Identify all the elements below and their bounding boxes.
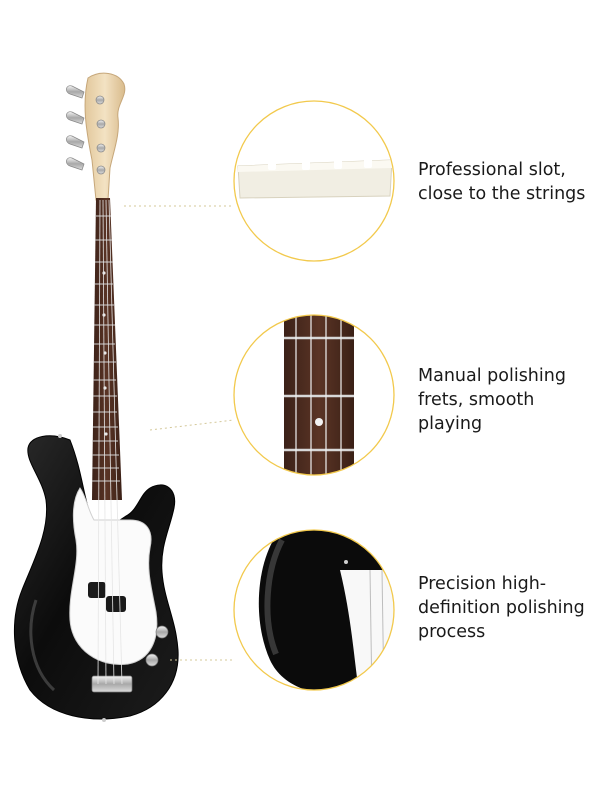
feature-line: frets, smooth <box>418 390 535 410</box>
detail-circle-body-finish <box>233 529 395 691</box>
feature-line: process <box>418 622 486 642</box>
feature-nut-text: Professional slot, close to the strings <box>418 158 596 206</box>
feature-line: Professional slot, <box>418 160 566 180</box>
feature-line: Precision high- <box>418 574 547 594</box>
headstock <box>66 72 126 201</box>
feature-line: definition polishing <box>418 598 585 618</box>
guitar-body <box>14 199 179 722</box>
tuning-pegs <box>66 85 106 175</box>
detail-circle-nut <box>233 100 395 262</box>
feature-line: Manual polishing <box>418 366 566 386</box>
feature-frets-text: Manual polishing frets, smooth playing <box>418 364 596 436</box>
detail-circle-fretboard <box>233 314 395 476</box>
feature-finish-text: Precision high- definition polishing pro… <box>418 572 596 644</box>
feature-line: playing <box>418 414 483 434</box>
feature-line: close to the strings <box>418 184 586 204</box>
bass-guitar <box>14 72 179 722</box>
leader-lines <box>124 205 235 661</box>
